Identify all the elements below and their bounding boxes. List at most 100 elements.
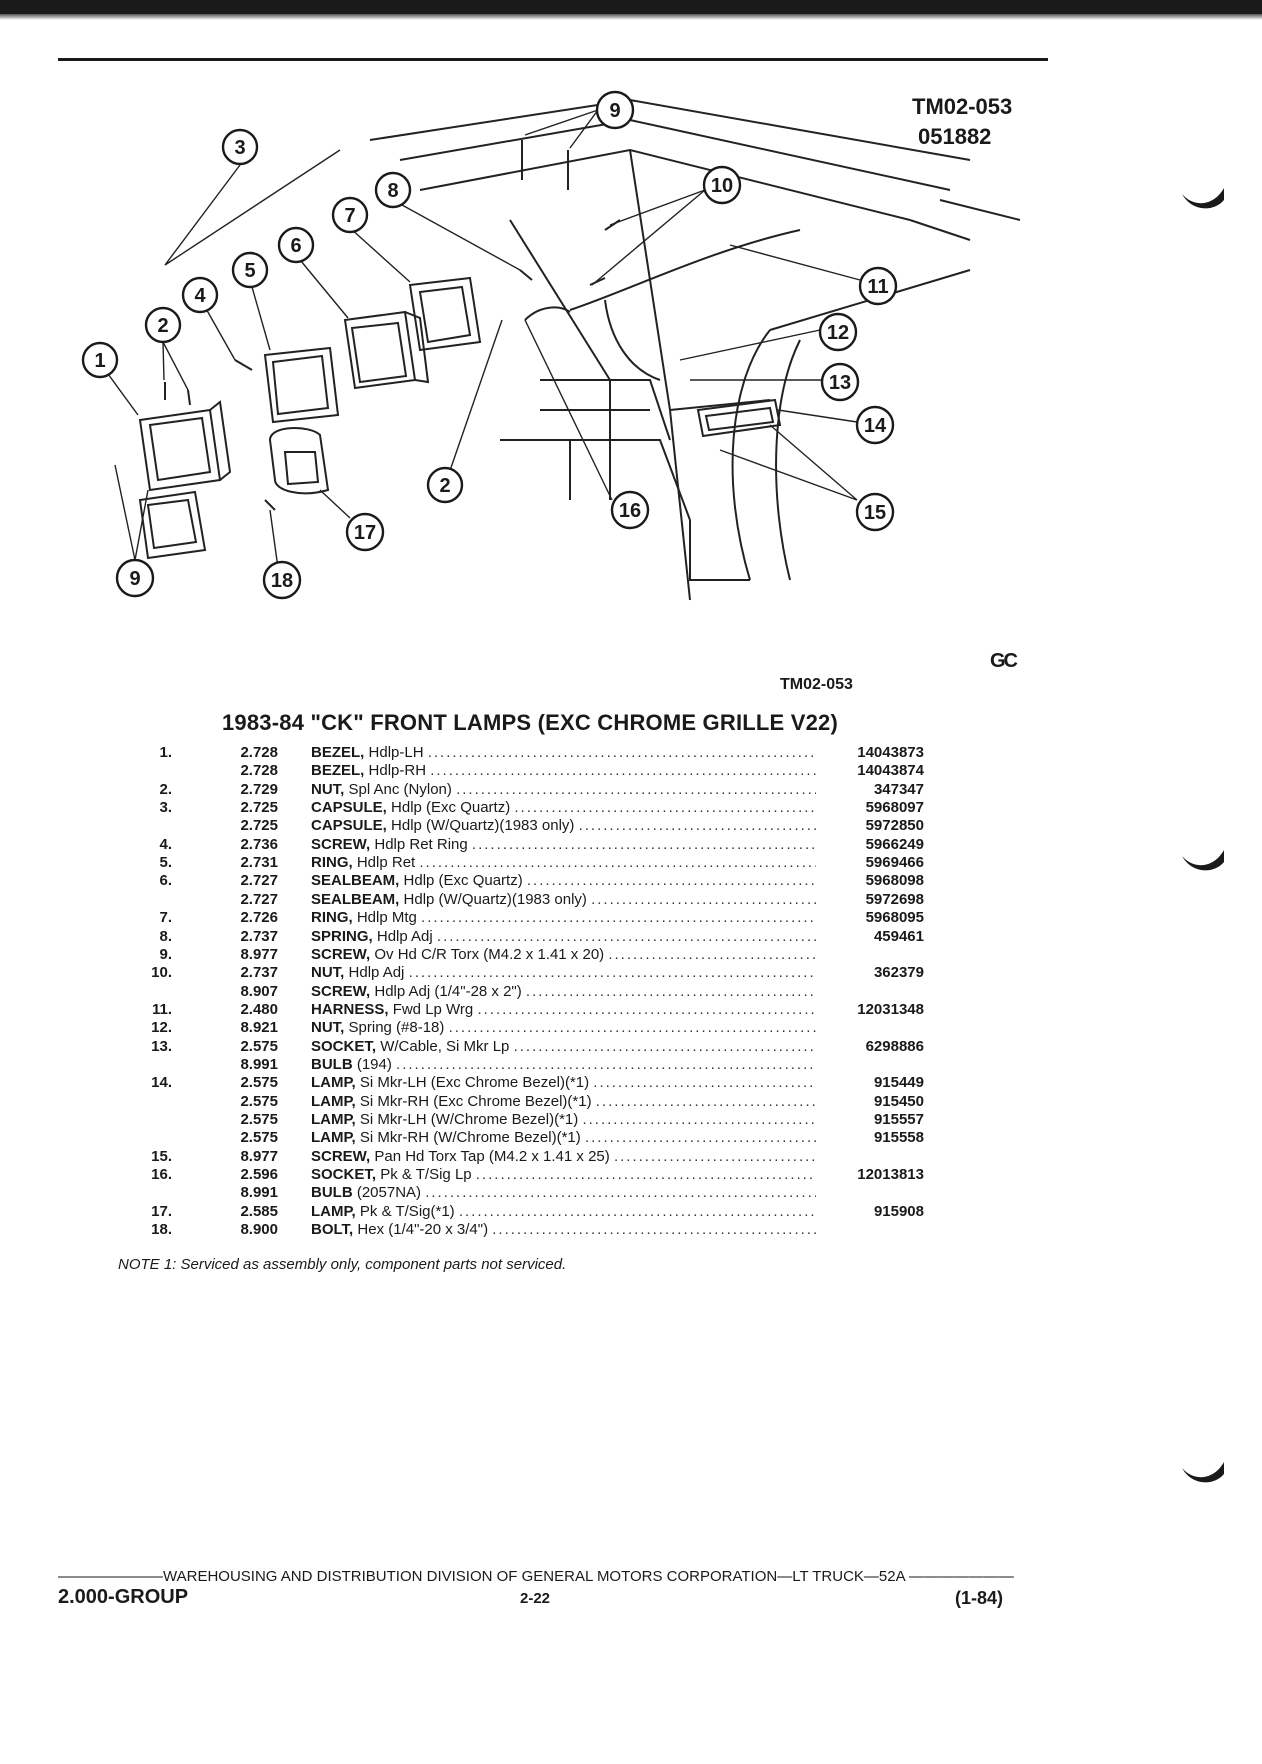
dot-leader: ........................................…: [584, 1129, 816, 1147]
part-detail: Hdlp (Exc Quartz): [403, 872, 523, 890]
part-number: 915558: [873, 1129, 924, 1147]
svg-text:14: 14: [864, 415, 887, 437]
callout-6: 6: [277, 226, 315, 264]
part-noun: SOCKET,: [311, 1037, 377, 1055]
part-noun: RING,: [311, 854, 353, 872]
callout-8: 8: [374, 171, 412, 209]
svg-text:6: 6: [290, 235, 301, 257]
part-row: 2.575 LAMP, Si Mkr-RH (Exc Chrome Bezel)(…: [0, 1093, 1262, 1111]
binder-hole-mark-3: [1182, 1462, 1224, 1483]
part-noun: BEZEL,: [311, 744, 365, 761]
svg-text:17: 17: [354, 522, 376, 544]
dot-leader: ........................................…: [430, 762, 816, 780]
callout-14: 14: [855, 405, 895, 445]
group-number: 2.575: [240, 1092, 278, 1110]
item-number: 1.: [159, 744, 172, 761]
part-noun: BOLT,: [311, 1221, 354, 1239]
scan-top-shadow: [0, 14, 1262, 20]
part-noun: SEALBEAM,: [311, 890, 400, 908]
part-description: LAMP, Si Mkr-RH (W/Chrome Bezel)(*1) ...…: [311, 1129, 816, 1147]
callout-17: 17: [345, 512, 385, 552]
part-noun: NUT,: [311, 1019, 345, 1037]
dot-leader: ........................................…: [456, 780, 816, 798]
part-description: SEALBEAM, Hdlp (W/Quartz)(1983 only) ...…: [311, 891, 816, 909]
part-number: 5969466: [865, 854, 924, 872]
part-description: SEALBEAM, Hdlp (Exc Quartz) ............…: [311, 872, 816, 890]
part-description: CAPSULE, Hdlp (Exc Quartz) .............…: [311, 799, 816, 817]
item-number: 17.: [151, 1202, 172, 1220]
part-noun: LAMP,: [311, 1092, 356, 1110]
group-number: 8.977: [240, 945, 278, 963]
part-number: 6298886: [865, 1037, 924, 1055]
part-detail: Pk & T/Sig(*1): [359, 1202, 455, 1220]
dot-leader: ........................................…: [425, 1184, 816, 1202]
part-detail: Hex (1/4"-20 x 3/4"): [357, 1221, 489, 1239]
item-number: 2.: [159, 780, 172, 798]
part-description: SCREW, Hdlp Adj (1/4"-28 x 2") .........…: [311, 983, 816, 1001]
svg-text:2: 2: [439, 475, 450, 497]
part-noun: SEALBEAM,: [311, 872, 400, 890]
group-number: 8.907: [240, 982, 278, 1000]
part-noun: CAPSULE,: [311, 817, 387, 835]
part-number: 5968098: [865, 872, 924, 890]
part-detail: (2057NA): [356, 1184, 422, 1202]
gm-brand-mark: GC: [990, 650, 1018, 672]
svg-text:16: 16: [619, 500, 641, 522]
dot-leader: ........................................…: [593, 1074, 816, 1092]
dot-leader: ........................................…: [436, 927, 816, 945]
svg-text:5: 5: [244, 260, 255, 282]
part-noun: NUT,: [311, 780, 345, 798]
dot-leader: ........................................…: [421, 909, 816, 927]
dot-leader: ........................................…: [396, 1055, 816, 1073]
callout-15: 15: [855, 492, 895, 532]
callout-2-left: 2: [144, 306, 182, 344]
dot-leader: ........................................…: [514, 799, 816, 817]
dot-leader: ........................................…: [458, 1202, 816, 1220]
group-number: 8.991: [240, 1184, 278, 1202]
part-detail: Spl Anc (Nylon): [348, 780, 452, 798]
part-description: SCREW, Hdlp Ret Ring ...................…: [311, 836, 816, 854]
svg-text:1: 1: [94, 350, 105, 372]
part-detail: Hdlp (Exc Quartz): [391, 799, 511, 817]
callout-12: 12: [818, 312, 858, 352]
part-detail: Pk & T/Sig Lp: [380, 1166, 472, 1184]
dot-leader: ........................................…: [477, 1000, 816, 1018]
group-number: 8.900: [240, 1221, 278, 1239]
item-number: 6.: [159, 872, 172, 890]
part-description: RING, Hdlp Mtg .........................…: [311, 909, 816, 927]
dot-leader: ........................................…: [526, 872, 816, 890]
part-detail: Si Mkr-RH (Exc Chrome Bezel)(*1): [359, 1092, 592, 1110]
item-number: 14.: [151, 1074, 172, 1092]
dot-leader: ........................................…: [578, 817, 816, 835]
part-noun: CAPSULE,: [311, 799, 387, 817]
part-detail: Pan Hd Torx Tap (M4.2 x 1.41 x 25): [374, 1147, 610, 1165]
dot-leader: ........................................…: [513, 1037, 816, 1055]
part-noun: NUT,: [311, 964, 345, 982]
exploded-view-diagram: 1 2 3 4 5 6 7 8 9 10 11 12 13 14 15 16 1…: [81, 90, 1021, 601]
part-number: 459461: [873, 927, 924, 945]
callout-10: 10: [702, 165, 742, 205]
callout-7: 7: [331, 196, 369, 234]
part-detail: W/Cable, Si Mkr Lp: [380, 1037, 510, 1055]
part-description: SCREW, Pan Hd Torx Tap (M4.2 x 1.41 x 25…: [311, 1148, 816, 1166]
group-number: 2.596: [240, 1166, 278, 1184]
svg-text:9: 9: [609, 100, 620, 122]
group-number: 2.727: [240, 890, 278, 908]
group-number: 8.991: [240, 1055, 278, 1073]
dot-leader: ........................................…: [591, 890, 816, 908]
footer-date: (1-84): [955, 1588, 1004, 1608]
part-number: 5972850: [865, 817, 924, 835]
